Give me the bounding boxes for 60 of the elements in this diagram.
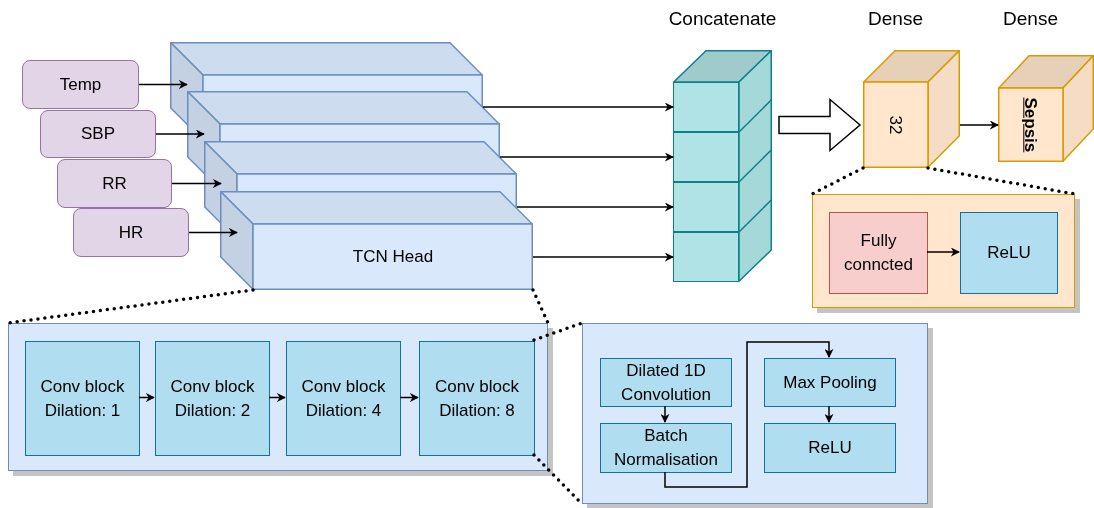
layer-label: Max Pooling: [782, 371, 878, 394]
layer-box: [155, 341, 270, 456]
zoom-line: [810, 166, 865, 196]
layer-label: Temp: [58, 73, 103, 96]
arrow: [532, 252, 674, 262]
layer-label: Conv block Dilation: 1: [39, 375, 126, 422]
arrow: [155, 129, 205, 139]
arrow: [516, 202, 674, 212]
arrow: [959, 120, 999, 130]
layer-label: Dilated 1D Convolution: [620, 359, 712, 406]
layer-label: HR: [117, 221, 145, 244]
zoom-line: [531, 288, 550, 325]
zoom-line: [926, 166, 1077, 196]
input-box: [40, 110, 156, 158]
column-segment: [673, 182, 739, 232]
arrow: [171, 179, 222, 188]
layer-heading: Dense: [868, 8, 923, 30]
layer-label: Conv block Dilation: 2: [169, 375, 256, 422]
arrow: [399, 393, 419, 402]
arrow: [660, 405, 670, 423]
layer-label: RR: [101, 172, 128, 195]
layer-label: 32: [885, 115, 907, 135]
layer-box: [829, 212, 928, 294]
layer-box: [600, 358, 732, 407]
layer-label: Conv block Dilation: 4: [300, 375, 387, 422]
arrow: [138, 80, 188, 89]
block-label: TCN Head: [352, 246, 434, 269]
arrow: [268, 393, 286, 402]
layer-label: ReLU: [807, 437, 853, 460]
layer-heading: Dense: [1003, 8, 1058, 30]
arrow: [482, 102, 674, 112]
layer-label: Sepsis: [1020, 97, 1042, 153]
layer-label: Fully conncted: [843, 230, 914, 276]
layer-label: Conv block Dilation: 8: [433, 375, 521, 422]
input-box: [73, 208, 189, 257]
layer-box: [960, 212, 1058, 294]
zoom-line: [6, 288, 255, 325]
arrow: [926, 247, 960, 257]
layer-heading: Concatenate: [668, 8, 777, 30]
layer-label: ReLU: [986, 242, 1032, 265]
arrow: [664, 341, 834, 488]
zoom-line: [532, 321, 584, 342]
layer-box: [25, 341, 140, 456]
layer-box: [600, 423, 732, 473]
layer-box: [286, 341, 401, 456]
input-box: [22, 60, 139, 109]
input-box: [57, 159, 172, 208]
layer-box: [419, 341, 535, 456]
column-segment: [673, 232, 739, 282]
arrow: [499, 152, 674, 162]
arrow: [824, 405, 834, 423]
layer-label: SBP: [80, 123, 116, 146]
column-segment: [673, 82, 739, 132]
block-arrow: [778, 97, 862, 153]
layer-box: [764, 423, 896, 473]
layer-box: [764, 358, 896, 407]
arrow: [188, 228, 238, 237]
column-segment: [673, 132, 739, 182]
arrow: [138, 393, 155, 402]
layer-label: Batch Normalisation: [613, 425, 719, 471]
